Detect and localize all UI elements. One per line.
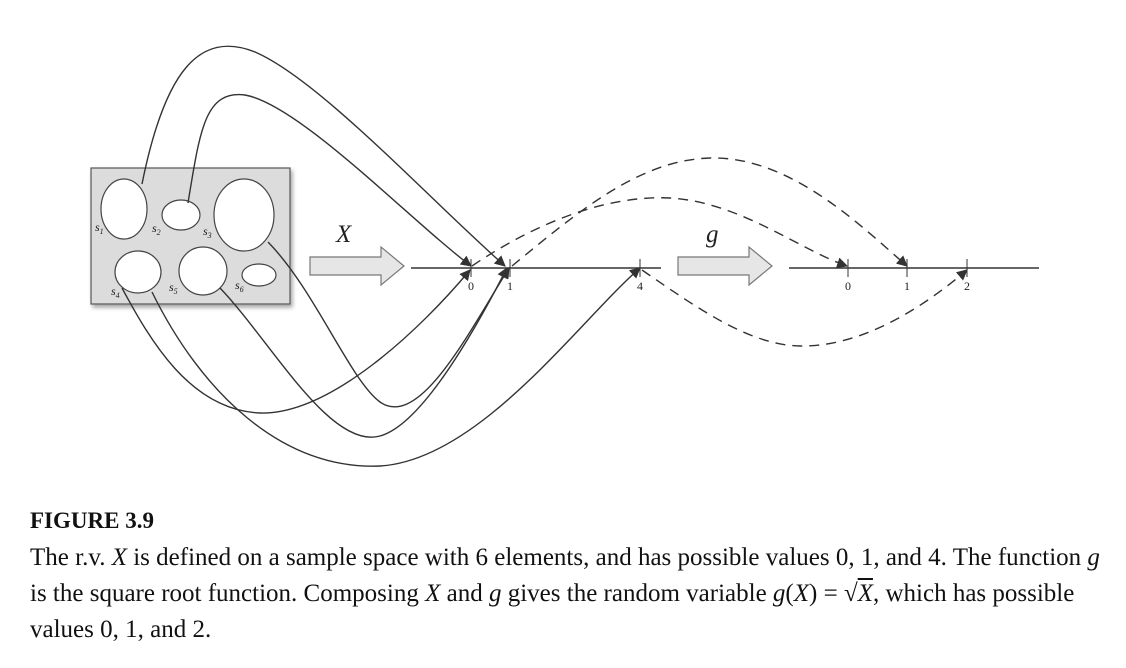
map-curve-s2-to-0: [187, 93, 472, 267]
outcome-label-s1: s1: [95, 220, 104, 236]
g-curve-4-to-2: [641, 269, 968, 347]
outcome-s4-blob: [114, 250, 162, 294]
g-tick-label-1: 1: [904, 279, 910, 293]
outcome-s2-blob: [161, 199, 201, 231]
x-tick-label-0: 0: [468, 279, 474, 293]
outcome-s6-blob: [241, 263, 277, 287]
map-curve-s5-to-1: [219, 267, 508, 438]
outcome-s1-blob: [100, 178, 148, 240]
outcome-label-s4: s4: [111, 284, 120, 300]
map-label-g: g: [706, 221, 719, 248]
outcome-label-s5: s5: [169, 280, 178, 296]
x-tick-label-4: 4: [637, 279, 643, 293]
outcome-s5-blob: [178, 246, 228, 296]
map-curve-s6-to-4: [151, 267, 641, 467]
caption-text: The r.v. X is defined on a sample space …: [30, 544, 1100, 643]
map-label-x: X: [335, 221, 353, 248]
g-tick-label-2: 2: [964, 279, 970, 293]
outcome-label-s3: s3: [203, 224, 212, 240]
g-tick-label-0: 0: [845, 279, 851, 293]
block-arrow-g: [677, 245, 773, 287]
outcome-s3-blob: [213, 178, 275, 252]
map-curve-s1-to-1: [141, 45, 506, 267]
figure-title: FIGURE 3.9: [30, 508, 154, 533]
block-arrow-x: [309, 245, 405, 287]
figure-caption: FIGURE 3.9 The r.v. X is defined on a sa…: [30, 508, 1100, 648]
g-curve-0-to-0: [471, 197, 849, 269]
x-tick-label-1: 1: [507, 279, 513, 293]
map-curve-s3-to-1: [267, 241, 510, 408]
g-curve-1-to-1: [511, 157, 908, 267]
map-curve-s4-to-0: [121, 269, 471, 414]
outcome-label-s2: s2: [152, 221, 161, 237]
random-variable-diagram: s1 s2 s3 s4 s5 s6 X g 0 1 4 0 1 2: [90, 45, 1039, 467]
outcome-label-s6: s6: [235, 278, 244, 294]
